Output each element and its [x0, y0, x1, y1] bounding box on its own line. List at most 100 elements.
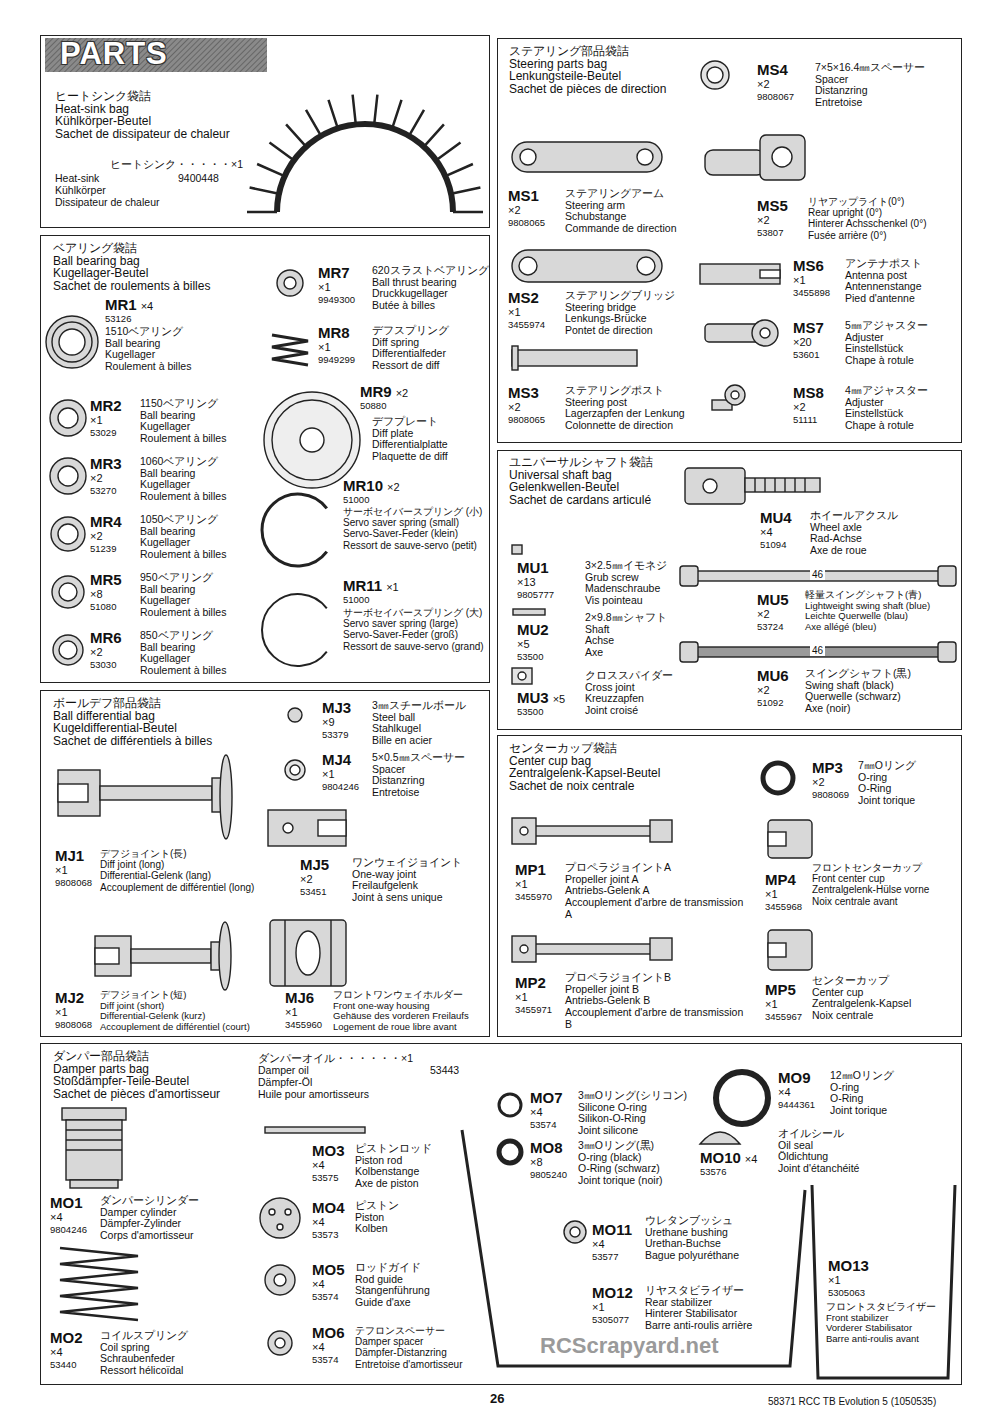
part-name: プロペラジョイントA	[565, 862, 745, 874]
part-name: スイングシャフト(黒)	[805, 668, 911, 680]
part-number: 53573	[312, 1229, 338, 1240]
part-code: MJ2	[55, 990, 84, 1006]
part-number: 9808067	[757, 91, 794, 102]
part-code: MS7	[793, 320, 824, 336]
part-name: Steel ball	[372, 712, 466, 724]
bag-heading: ダンパー部品袋詰Damper parts bagStoßdämpfer-Teil…	[53, 1050, 220, 1100]
bag-heading: ベアリング袋詰Ball bearing bagKugellager-Beutel…	[53, 242, 210, 292]
part-description: リヤアップライト(0°)Rear upright (0°)Hinterer Ac…	[808, 196, 927, 241]
part-number: 3455971	[515, 1004, 552, 1015]
part-number: 9444361	[778, 1099, 815, 1110]
part-description: 7×5×16.4㎜スペーサーSpacerDistanzringEntretois…	[815, 62, 925, 109]
part-name: 1060ベアリング	[140, 456, 226, 468]
part-name: Kugellager	[140, 653, 226, 665]
quantity: ×4	[312, 1341, 325, 1353]
part-number: 53440	[50, 1359, 76, 1370]
part-name: Schraubenfeder	[100, 1353, 188, 1365]
part-description: 1510ベアリングBall bearingKugellagerRoulement…	[105, 326, 191, 373]
part-code: MO10	[700, 1150, 741, 1166]
heading-line: Lenkungsteile-Beutel	[509, 70, 666, 83]
part-name: Shaft	[585, 624, 667, 636]
part-number: 53575	[312, 1172, 338, 1183]
part-name: Differential-Gelenk (kurz)	[100, 1011, 250, 1022]
part-name: 5×0.5㎜スペーサー	[372, 752, 465, 764]
bag-heading: センターカップ袋詰Center cup bagZentralgelenk-Kap…	[509, 742, 660, 792]
part-description: サーボセイバースプリング (小)Servo saver spring (smal…	[343, 506, 487, 551]
quantity: ×20	[793, 336, 812, 348]
part-code: MJ5	[300, 857, 329, 873]
part-description: 3㎜Oリング(黒)O-ring (black)O-Ring (schwarz)J…	[578, 1140, 663, 1187]
quantity: ×4	[530, 1106, 543, 1118]
part-description: プロペラジョイントBPropeller joint BAntriebs-Gele…	[565, 972, 745, 1031]
footer-code: 58371 RCC TB Evolution 5 (1050535)	[768, 1396, 936, 1407]
part-name: Servo-Saver-Feder (groß)	[343, 629, 487, 640]
quantity: ×2	[90, 646, 103, 658]
part-text: Huile pour amortisseurs	[258, 1088, 369, 1100]
part-name: Distanzring	[372, 775, 465, 787]
quantity: ×2	[508, 401, 521, 413]
part-name: Antriebs-Gelenk B	[565, 995, 745, 1007]
part-name: ピストンロッド	[355, 1143, 432, 1155]
part-description: デフジョイント(長)Diff joint (long)Differential-…	[100, 848, 254, 893]
part-description: コイルスプリングCoil springSchraubenfederRessort…	[100, 1330, 188, 1377]
part-name: サーボセイバースプリング (大)	[343, 607, 487, 618]
part-description: ワンウェイジョイントOne-way jointFreilaufgelenkJoi…	[352, 857, 462, 904]
part-number: 9808068	[55, 1019, 92, 1030]
part-code: MR1	[105, 297, 137, 313]
part-name: Madenschraube	[585, 583, 667, 595]
part-name: Hinterer Stabilisator	[645, 1308, 752, 1320]
part-text: 9400448	[178, 172, 219, 184]
quantity: ×2	[757, 214, 770, 226]
part-description: 3㎜スチールボールSteel ballStahlkugelBille en ac…	[372, 700, 466, 747]
heading-line: Sachet de pièces d'amortisseur	[53, 1088, 220, 1101]
part-name: Fusée arrière (0°)	[808, 230, 927, 241]
part-description: 1150ベアリングBall bearingKugellagerRoulement…	[140, 398, 226, 445]
part-name: Distanzring	[815, 85, 925, 97]
part-code: MR7	[318, 265, 350, 281]
part-name: Silicone O-ring	[578, 1102, 687, 1114]
part-name: デフスプリング	[372, 325, 449, 337]
quantity: ×1	[515, 991, 528, 1003]
part-name: Roulement à billes	[140, 433, 226, 445]
part-name: Axe de roue	[810, 545, 898, 557]
part-name: Diff joint (short)	[100, 1001, 250, 1012]
part-name: Kugellager	[105, 349, 191, 361]
part-name: Axe	[585, 647, 667, 659]
part-name: プロペラジョイントB	[565, 972, 745, 984]
bag-heading: ユニバーサルシャフト袋詰Universal shaft bagGelenkwel…	[509, 456, 653, 506]
part-code: MR8	[318, 325, 350, 341]
heading-line: Damper parts bag	[53, 1063, 220, 1076]
part-description: ピストンロッドPiston rodKolbenstangeAxe de pist…	[355, 1143, 432, 1190]
part-name: フロントワンウェイホルダー	[333, 990, 469, 1001]
part-name: Roulement à billes	[140, 665, 226, 677]
part-name: Servo saver spring (large)	[343, 618, 487, 629]
part-name: Differentialplatte	[372, 439, 448, 451]
part-description: ステアリングポストSteering postLagerzapfen der Le…	[565, 385, 685, 432]
part-name: Dämpfer-Zylinder	[100, 1218, 199, 1230]
part-number: 3455967	[765, 1011, 802, 1022]
part-description: 5㎜アジャスターAdjusterEinstellstückChape à rot…	[845, 320, 928, 367]
part-name: Roulement à billes	[105, 361, 191, 373]
part-name: Wheel axle	[810, 522, 898, 534]
part-description: ウレタンブッシュUrethane bushingUrethan-BuchseBa…	[645, 1215, 739, 1262]
part-description: クロススパイダーCross jointKreuzzapfenJoint croi…	[585, 670, 673, 717]
part-name: Spacer	[372, 764, 465, 776]
part-name: Einstellstück	[845, 408, 928, 420]
part-name: 1510ベアリング	[105, 326, 191, 338]
part-code: MR9	[360, 384, 392, 400]
part-number: 51080	[90, 601, 116, 612]
part-number: 53574	[312, 1354, 338, 1365]
bag-heading: ボールデフ部品袋詰Ball differential bagKugeldiffe…	[53, 697, 212, 747]
part-name: Front one-way housing	[333, 1001, 469, 1012]
part-description: ステアリングブリッジSteering bridgeLenkungs-Brücke…	[565, 290, 675, 337]
part-description: 620スラストベアリングBall thrust bearingDruckkuge…	[372, 265, 489, 312]
part-text: Heat-sink	[55, 172, 99, 184]
part-name: 2×9.8㎜シャフト	[585, 612, 667, 624]
part-number: 9804246	[50, 1224, 87, 1235]
heading-line: Heat-sink bag	[55, 103, 230, 116]
part-name: Ressort hélicoïdal	[100, 1365, 188, 1377]
part-code: MR6	[90, 630, 122, 646]
part-name: Vorderer Stabilisator	[826, 1323, 936, 1334]
part-number: 3455968	[765, 901, 802, 912]
